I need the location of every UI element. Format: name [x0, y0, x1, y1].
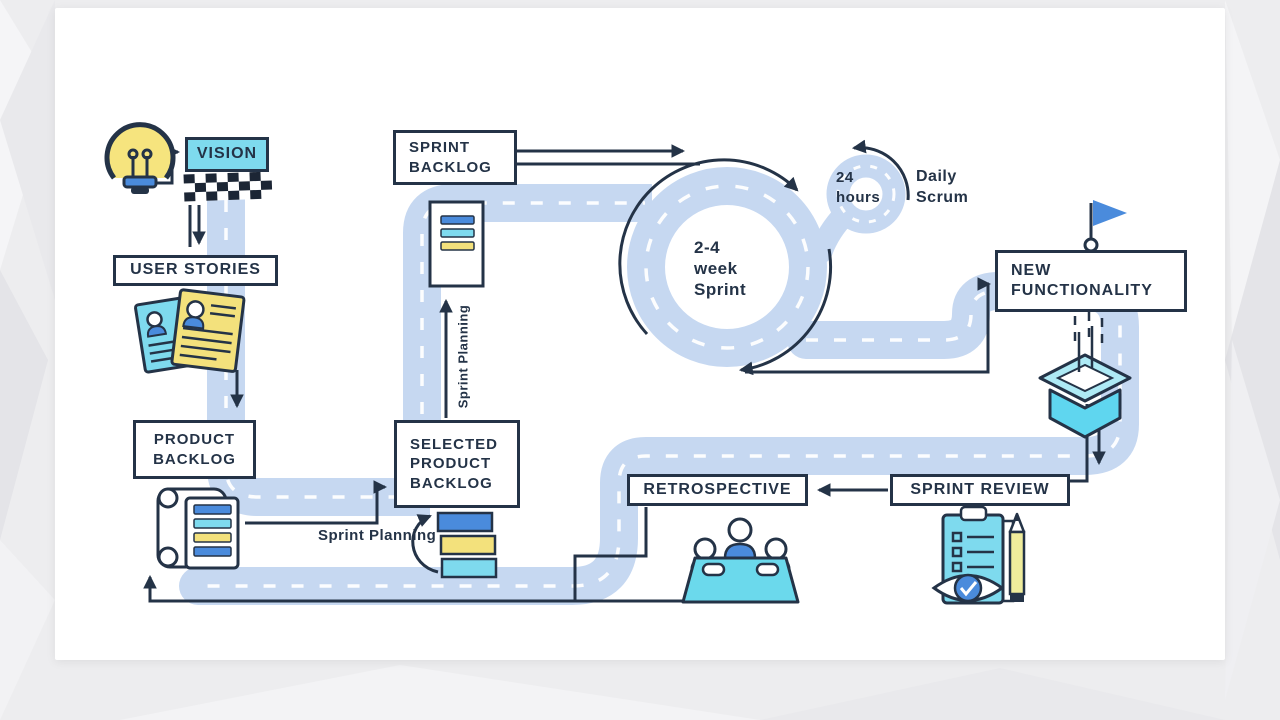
stacked-bars-icon: [411, 511, 498, 579]
node-product-backlog-line1: PRODUCT: [153, 431, 236, 449]
daily-loop-label: 24 hours: [836, 169, 881, 206]
team-table-icon: [681, 517, 800, 604]
node-selected-line2: PRODUCT: [410, 455, 492, 473]
node-selected-line3: BACKLOG: [410, 474, 493, 492]
arc-sprint-top: [618, 158, 799, 336]
arc-sprint-bottom: [738, 248, 833, 376]
node-sprint-backlog-line2: BACKLOG: [409, 158, 492, 176]
daily-scrum-label: Daily Scrum: [916, 168, 969, 206]
node-retrospective: RETROSPECTIVE: [627, 474, 808, 506]
scroll-list-icon: [156, 487, 240, 570]
node-sprint-review: SPRINT REVIEW: [890, 474, 1070, 506]
sprint-planning-label: Sprint Planning: [318, 527, 437, 544]
node-retrospective-label: RETROSPECTIVE: [643, 480, 792, 498]
node-user-stories-label: USER STORIES: [130, 261, 261, 279]
node-sprint-backlog-line1: SPRINT: [409, 139, 471, 157]
node-vision-label: VISION: [196, 145, 258, 163]
node-user-stories: USER STORIES: [113, 255, 278, 286]
road-release-loop-back: [179, 272, 1139, 605]
arrow-sprint-planning-to-selected: [245, 480, 388, 525]
checkered-flag-icon: [183, 171, 273, 202]
story-cards-icon: [133, 288, 246, 374]
clipboard-eye-pencil-icon: [931, 505, 1026, 605]
node-new-functionality: NEW FUNCTIONALITY: [995, 250, 1187, 312]
arrow-sprint-to-new-functionality: [745, 277, 992, 374]
node-product-backlog: PRODUCT BACKLOG: [133, 420, 256, 479]
node-selected-line1: SELECTED: [410, 436, 499, 454]
sprint-planning-vertical-label: Sprint Planning: [455, 304, 471, 409]
node-sprint-backlog: SPRINT BACKLOG: [393, 130, 517, 185]
lightbulb-icon: [104, 122, 176, 194]
line-retrospective-down: [573, 507, 648, 601]
arrow-loop-back-to-backlog: [143, 574, 700, 603]
flow-arrows: [143, 139, 1106, 603]
sprint-cycle-label: 2-4 week Sprint: [694, 238, 747, 299]
task-card-icon: [428, 200, 485, 288]
node-selected-product-backlog: SELECTED PRODUCT BACKLOG: [394, 420, 520, 508]
node-new-functionality-line2: FUNCTIONALITY: [1011, 282, 1153, 299]
node-vision: VISION: [185, 137, 269, 172]
blue-flag-icon: [1083, 200, 1127, 253]
node-sprint-review-label: SPRINT REVIEW: [910, 480, 1050, 498]
arc-daily-scrum: [851, 139, 910, 201]
road-daily-connector: [809, 202, 857, 264]
node-new-functionality-line1: NEW: [1011, 261, 1052, 279]
node-product-backlog-line2: BACKLOG: [153, 450, 236, 468]
open-box-icon: [1038, 312, 1132, 439]
diagram-canvas: [55, 8, 1225, 660]
